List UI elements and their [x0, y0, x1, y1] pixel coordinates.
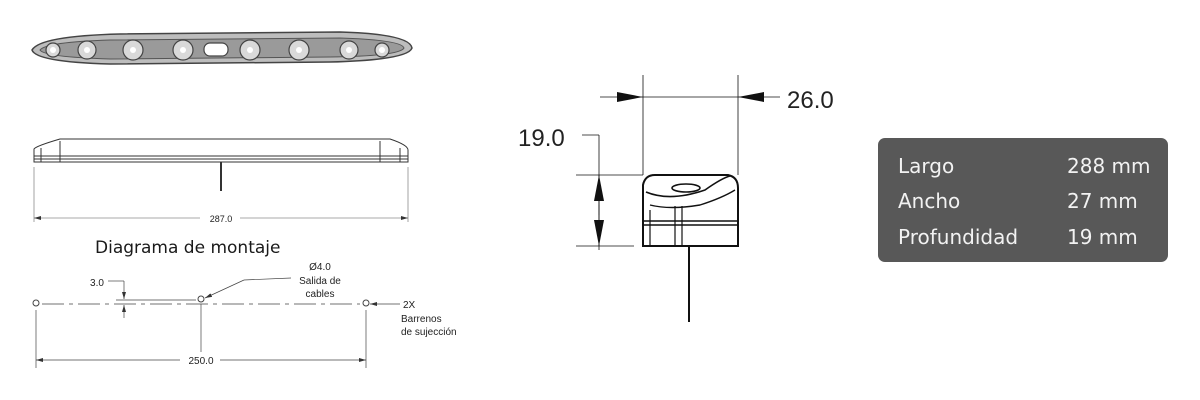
- fixing-holes-label-2: de sujección: [401, 327, 457, 338]
- side-view-light: [576, 75, 780, 322]
- mounting-diagram-title: Diagrama de montaje: [95, 238, 280, 258]
- spec-row-depth: Profundidad 19 mm: [898, 219, 1158, 255]
- top-view-light-bar: [31, 31, 413, 65]
- spec-value: 27 mm: [1067, 189, 1138, 213]
- spacing-dimension: 250.0: [188, 356, 213, 367]
- spec-label: Ancho: [898, 189, 961, 213]
- spec-label: Profundidad: [898, 225, 1019, 249]
- height-dimension: 19.0: [518, 125, 565, 152]
- width-dimension: 26.0: [787, 87, 834, 114]
- length-dimension: 287.0: [210, 214, 233, 224]
- cable-exit-label-1: Salida de: [299, 276, 341, 287]
- fixing-holes-label-1: Barrenos: [401, 314, 442, 325]
- spec-label: Largo: [898, 154, 955, 178]
- fixing-holes-qty: 2X: [403, 300, 416, 311]
- spec-value: 288 mm: [1067, 154, 1151, 178]
- cable-exit-label-2: cables: [306, 289, 335, 300]
- spec-row-width: Ancho 27 mm: [898, 183, 1158, 219]
- mounting-diagram: [32, 277, 400, 368]
- spec-value: 19 mm: [1067, 225, 1138, 249]
- front-view-light-bar: [33, 138, 409, 222]
- hole-diameter-label: Ø4.0: [309, 262, 331, 273]
- spec-row-length: Largo 288 mm: [898, 148, 1158, 184]
- offset-dimension: 3.0: [90, 278, 104, 289]
- specifications-panel: Largo 288 mm Ancho 27 mm Profundidad 19 …: [878, 138, 1168, 262]
